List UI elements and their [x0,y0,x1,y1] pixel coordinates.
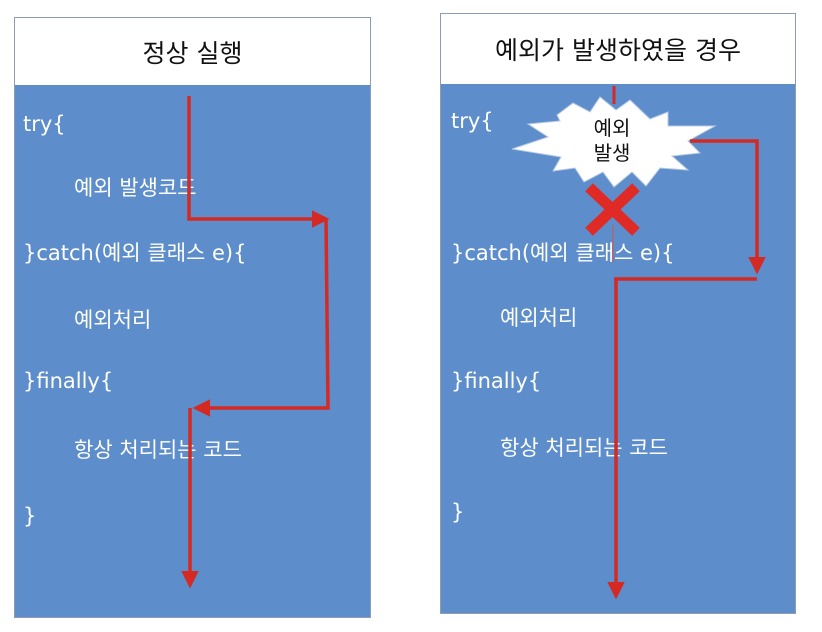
left-skip-catch-arrow [196,219,328,408]
left-normal-flow-arrow [189,96,326,219]
burst-label: 예외 발생 [582,116,642,166]
red-x-mark-icon [593,191,632,228]
burst-label-line2: 발생 [582,141,642,166]
right-exception-jump-arrow [690,141,757,271]
burst-label-line1: 예외 [582,116,642,141]
